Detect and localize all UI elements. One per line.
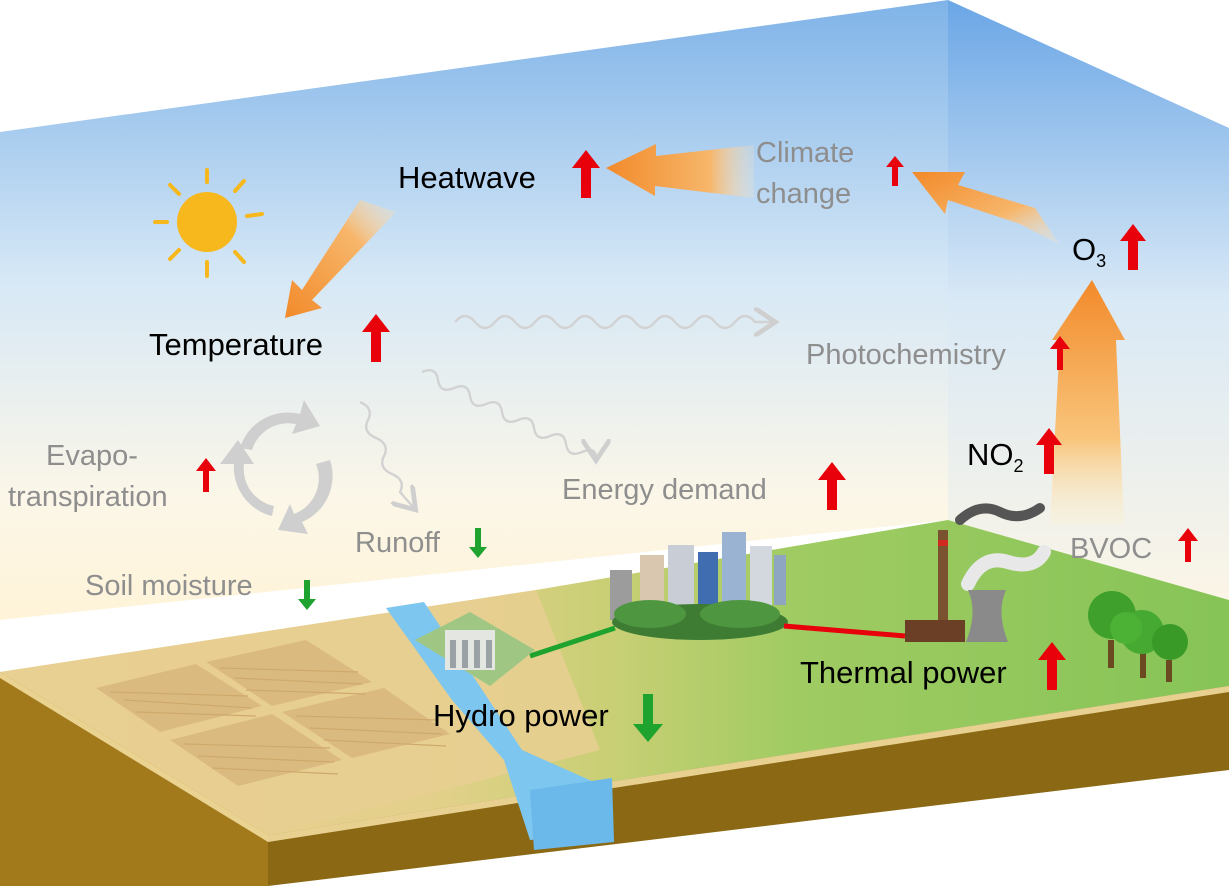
label-o3-main: O bbox=[1072, 232, 1097, 267]
label-photochemistry: Photochemistry bbox=[806, 339, 1006, 371]
flow-climate-to-heatwave bbox=[606, 144, 754, 198]
label-soil-moisture: Soil moisture bbox=[85, 570, 253, 602]
increase-arrow-icon-climate-change bbox=[886, 156, 904, 186]
increase-arrow-icon-photochemistry bbox=[1050, 336, 1070, 370]
label-bvoc: BVOC bbox=[1070, 533, 1153, 565]
label-climate-change-2: change bbox=[756, 178, 852, 210]
trees-icon bbox=[1088, 591, 1188, 682]
label-climate-change-1: Climate bbox=[756, 137, 855, 169]
increase-arrow-icon-heatwave bbox=[572, 150, 600, 198]
flow-ground-to-o3 bbox=[1050, 280, 1125, 525]
label-o3-sub: 3 bbox=[1096, 251, 1107, 272]
increase-arrow-icon-energy-demand bbox=[818, 462, 846, 510]
sun-icon bbox=[153, 168, 264, 278]
power-plant-icon bbox=[905, 503, 1051, 642]
label-evapotranspiration-1: Evapo- bbox=[46, 440, 138, 472]
label-energy-demand: Energy demand bbox=[562, 474, 767, 506]
decrease-arrow-icon-runoff bbox=[469, 528, 487, 558]
label-temperature: Temperature bbox=[149, 327, 324, 362]
wavy-arrows bbox=[359, 316, 773, 508]
soil-front-side bbox=[268, 686, 1229, 886]
label-hydro-power: Hydro power bbox=[433, 698, 609, 733]
wavy-temp-to-energy bbox=[421, 369, 596, 458]
label-no2-sub: 2 bbox=[1013, 456, 1024, 477]
increase-arrow-icon-o3 bbox=[1120, 224, 1146, 270]
dam-icon bbox=[415, 612, 535, 686]
river bbox=[386, 602, 612, 840]
wavy-temp-to-runoff bbox=[359, 400, 414, 508]
label-heatwave: Heatwave bbox=[398, 160, 536, 195]
increase-arrow-icon-temperature bbox=[362, 314, 390, 362]
river-front bbox=[530, 778, 614, 850]
increase-arrow-icon-bvoc bbox=[1178, 528, 1198, 562]
crop-field bbox=[96, 640, 450, 786]
wavy-temp-to-photochem bbox=[454, 316, 773, 328]
sky-back-wall bbox=[0, 0, 948, 620]
label-evapotranspiration-2: transpiration bbox=[8, 481, 168, 513]
decrease-arrow-icon-soil-moisture bbox=[298, 580, 316, 610]
increase-arrow-icon-no2 bbox=[1036, 428, 1062, 474]
label-no2-main: NO bbox=[967, 437, 1014, 472]
flow-heatwave-to-temperature bbox=[285, 200, 396, 318]
label-o3: O3 bbox=[1072, 232, 1106, 272]
grid-line-thermal bbox=[783, 623, 906, 639]
soil-left-side bbox=[0, 672, 268, 886]
increase-arrow-icon-thermal-power bbox=[1038, 642, 1066, 690]
label-thermal-power: Thermal power bbox=[800, 655, 1007, 690]
cycle-icon bbox=[220, 400, 333, 534]
flow-o3-to-climate bbox=[912, 172, 1060, 245]
decrease-arrow-icon-hydro-power bbox=[633, 694, 663, 742]
label-no2: NO2 bbox=[967, 437, 1024, 477]
city-icon bbox=[610, 532, 788, 640]
grid-line-hydro bbox=[529, 625, 616, 659]
label-runoff: Runoff bbox=[355, 527, 440, 559]
increase-arrow-icon-evapotranspiration bbox=[196, 458, 216, 492]
